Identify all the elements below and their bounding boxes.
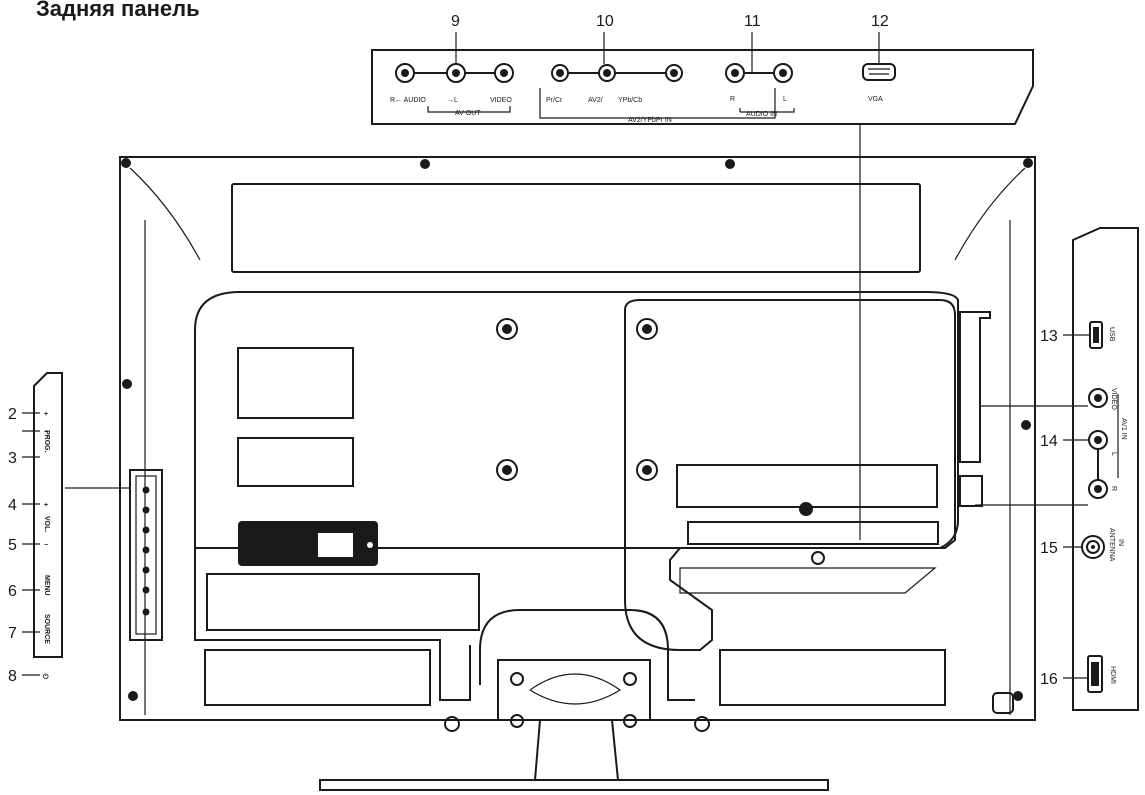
callout-3: 3 — [8, 450, 17, 467]
label-l-audio-in: L — [783, 96, 787, 103]
callout-10: 10 — [596, 13, 614, 30]
side-connector-panel: USB VIDEO AV1 IN L R ANTENNA IN HDMI — [1072, 227, 1139, 711]
callout-16: 16 — [1040, 671, 1058, 688]
diagram-title: Задняя панель — [36, 0, 200, 21]
label-av2-ypbpr-in: AV2/YPbPr IN — [628, 117, 672, 124]
label-antenna-in: IN — [1117, 539, 1124, 546]
label-prog: PROG. — [43, 430, 50, 453]
callout-7: 7 — [8, 625, 17, 642]
callout-5: 5 — [8, 537, 17, 554]
tv-rear-body — [119, 156, 1036, 791]
callout-8: 8 — [8, 668, 17, 685]
callout-14: 14 — [1040, 433, 1058, 450]
label-av-out: AV OUT — [455, 110, 481, 117]
label-av2: AV2/ — [588, 97, 603, 104]
label-vol-plus: + — [44, 502, 48, 509]
label-video: VIDEO — [490, 97, 512, 104]
label-vol: VOL. — [43, 516, 50, 532]
side-button-panel: + PROG. − + VOL. − MENU SOURCE ⏻ — [22, 372, 63, 681]
label-menu: MENU — [43, 575, 50, 596]
label-r-audio: R← AUDIO — [390, 97, 426, 104]
callout-11: 11 — [744, 13, 761, 30]
label-hdmi: HDMI — [1109, 666, 1116, 684]
top-connector-panel: R← AUDIO →L VIDEO AV OUT Pr/Cr AV2/ YPb/… — [371, 49, 1034, 125]
label-prog-plus: + — [44, 411, 48, 418]
label-side-l: L — [1110, 452, 1117, 456]
label-av1-in: AV1 IN — [1120, 418, 1127, 440]
callout-12: 12 — [871, 13, 889, 30]
callout-15: 15 — [1040, 540, 1058, 557]
label-source: SOURCE — [43, 614, 50, 644]
callout-4: 4 — [8, 497, 17, 514]
label-audio-in: AUDIO IN — [746, 111, 777, 118]
callout-2: 2 — [8, 406, 17, 423]
label-usb: USB — [1108, 327, 1115, 342]
label-side-r: R — [1110, 486, 1117, 491]
callout-13: 13 — [1040, 328, 1058, 345]
label-vga: VGA — [868, 96, 883, 103]
label-r-audio-in: R — [730, 96, 735, 103]
callout-9: 9 — [451, 13, 460, 30]
label-vol-minus: − — [44, 542, 48, 549]
label-side-video: VIDEO — [1110, 388, 1117, 410]
label-antenna: ANTENNA — [1108, 528, 1115, 562]
callout-6: 6 — [8, 583, 17, 600]
label-ypb-cb: YPb/Cb — [618, 97, 642, 104]
label-prog-minus: − — [44, 429, 48, 436]
power-icon: ⏻ — [43, 673, 49, 681]
label-pr-cr: Pr/Cr — [546, 97, 563, 104]
label-l: →L — [447, 97, 458, 104]
